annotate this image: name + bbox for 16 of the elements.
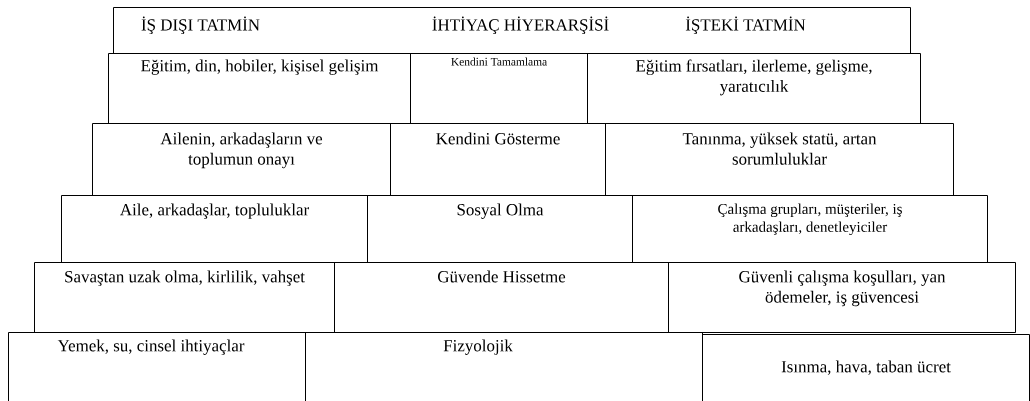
step-box: Isınma, hava, taban ücret	[702, 334, 1030, 401]
step-box: Eğitim fırsatları, ilerleme, gelişme, yaratıcılık	[587, 53, 921, 124]
step-box: Aile, arkadaşlar, topluluklar	[61, 195, 368, 263]
step-box: Tanınma, yüksek statü, artan sorumluluklar	[605, 123, 954, 196]
step-box: Ailenin, arkadaşların ve toplumun onayı	[92, 123, 391, 196]
step-box: Kendini Gösterme	[390, 123, 606, 196]
step-box: Savaştan uzak olma, kirlilik, vahşet	[34, 262, 335, 333]
step-box: Güvende Hissetme	[334, 262, 669, 333]
step-box: Çalışma grupları, müşteriler, iş arkadaşları, denetleyiciler	[632, 195, 988, 263]
step-box: Kendini Tamamlama	[410, 53, 588, 124]
step-box: Eğitim, din, hobiler, kişisel gelişim	[108, 53, 411, 124]
header-box: İŞ DIŞI TATMİN İHTİYAÇ HİYERARŞİSİ İŞTEKİ TATMİN	[113, 7, 911, 54]
step-box: Yemek, su, cinsel ihtiyaçlar	[8, 332, 306, 401]
step-box: Güvenli çalışma koşulları, yan ödemeler, iş güvencesi	[668, 262, 1016, 333]
step-box: Fizyolojik	[305, 332, 703, 401]
step-box: Sosyal Olma	[367, 195, 633, 263]
